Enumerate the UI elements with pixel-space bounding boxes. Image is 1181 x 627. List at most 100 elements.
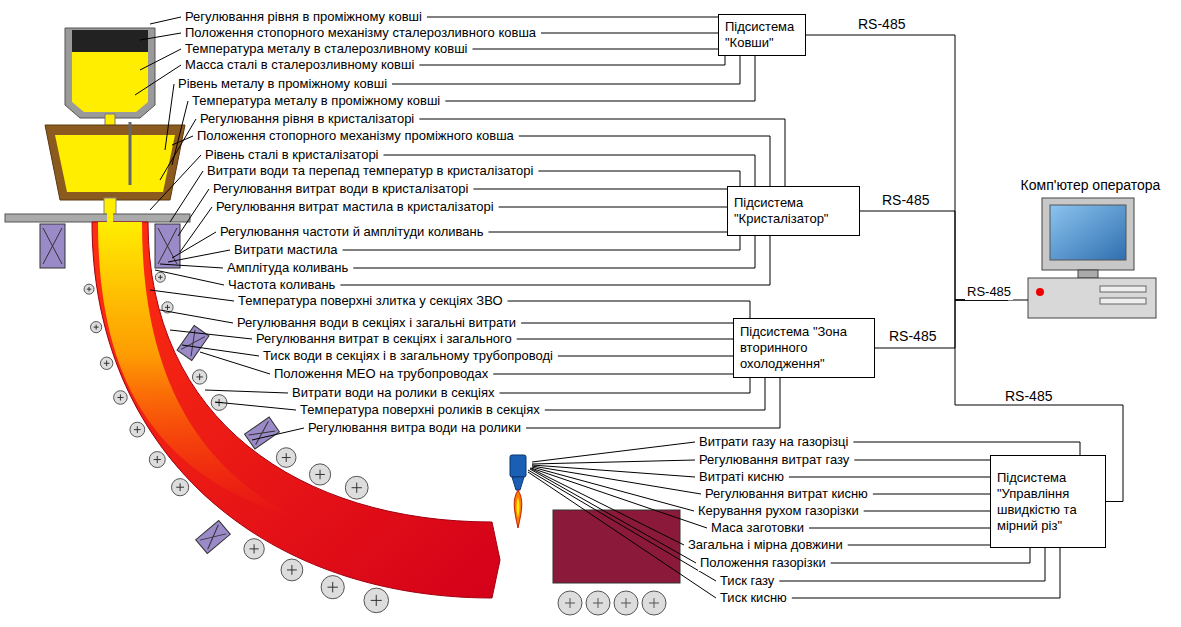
tundish-metal [55,135,175,192]
leader-line [140,49,181,70]
roller-axis [249,544,258,553]
edge-label: RS-485 [887,328,938,344]
roller [155,272,165,282]
roller [84,284,94,294]
signal-label: Витраті кисню [697,469,786,485]
signal-label: Маса заготовки [709,520,806,536]
roller [276,448,296,468]
signal-wire [545,378,765,410]
leader-line [532,460,695,464]
signal-label: Витрати води на ролики в секціях [290,385,496,401]
gas-cutter [510,455,526,528]
leader-line [180,207,212,252]
roller [130,422,145,437]
roller [91,322,102,333]
roller [364,588,389,613]
leader-line [528,470,716,581]
leader-line [168,250,230,262]
rs485-line [806,35,1008,300]
signal-label: Регулювання витрат води в кристалізаторі [211,181,470,197]
signal-wire [809,528,990,529]
subsystem-box: Підсистема "Зона вторинного охолодження" [733,318,875,378]
leader-line [200,352,270,374]
signal-label: Витрати води та перепад температур в кри… [205,163,535,179]
roller-axis [165,305,170,310]
signal-wire [508,301,751,318]
signal-wire [473,49,719,50]
mold-oscillator [40,224,180,268]
roller [345,476,368,499]
signal-wire [519,136,770,186]
signal-wire [853,442,1080,455]
subsystem-title: Підсистема "Ковши" [725,19,799,51]
leader-line [182,345,259,356]
signal-label: Положення МЕО на трубопроводах [272,366,490,382]
signal-wire [848,545,990,546]
subsystem-box: Підсистема "Ковши" [718,14,806,56]
signal-label: Витрати газу на газорізці [697,434,850,450]
rs485-line [875,300,1008,348]
roller-axis [287,565,297,575]
subsystem-title: Підсистема "Зона вторинного охолодження" [740,324,868,372]
signal-label: Положення стопорного механізму сталерозл… [183,25,538,41]
tundish-shell [45,125,185,200]
signal-label: Частота коливань [226,277,337,293]
signal-wire [792,548,1060,598]
leader-line [532,465,695,477]
leader-line [160,310,233,323]
bus-label: RS-485 [965,284,1013,300]
billet-rollers [558,591,666,615]
edge-label: RS-485 [856,16,907,32]
leader-line [170,171,203,222]
signal-label: Регулювання витрат газу [697,452,851,468]
leader-line [150,290,234,301]
roller-axis [327,582,337,592]
signal-wire [831,548,1030,563]
signal-label: Масса сталі в сталерозливному ковші [183,57,416,73]
signal-label: Регулювання витрат в секціях і загальног… [254,331,514,347]
signal-wire [392,56,740,84]
roller-axis [315,470,325,480]
roller-axis [117,394,123,400]
signal-wire [558,356,733,357]
leader-line [178,189,209,236]
signal-wire [541,33,718,34]
signal-wire [538,171,740,186]
roller-axis [176,483,184,491]
signal-label: Температура металу в сталерозливному ков… [183,41,469,57]
roller [321,576,344,599]
subsystem-title: Підсистема "Кристалізатор" [734,195,853,227]
edge-label: RS-485 [880,192,931,208]
roller [100,357,112,369]
signal-wire [353,236,755,268]
signal-wire [873,494,990,495]
signal-wire [427,17,718,18]
signal-label: Температура поверхні роликів в секціях [298,402,542,418]
ladle-shell [65,28,155,118]
signal-wire [500,378,751,393]
roller-axis [282,453,291,462]
signal-wire [499,207,727,208]
signal-label: Рівень металу в проміжному ковші [176,76,389,92]
roller [244,539,264,559]
leader-line [150,155,201,210]
roller-axis [94,325,99,330]
computer-label: Комп'ютер оператора [1008,176,1173,194]
roller [149,452,165,468]
leader-line [530,469,696,563]
leader-line [155,270,224,285]
roller-axis [104,360,110,366]
leader-line [532,442,695,462]
signal-wire [489,232,728,233]
ladle-metal [72,52,148,112]
roller [171,479,188,496]
signal-label: Регулювання витра води на ролики [306,420,523,436]
signal-label: Загальна і мірна довжини [686,537,845,553]
leader-line [172,136,193,145]
steel-ladle [65,28,155,140]
monitor [1042,198,1134,270]
mold-stream [107,210,113,224]
operator-computer: Комп'ютер оператора [1008,176,1173,324]
leader-line [160,119,196,180]
stopper-rod [129,122,132,185]
